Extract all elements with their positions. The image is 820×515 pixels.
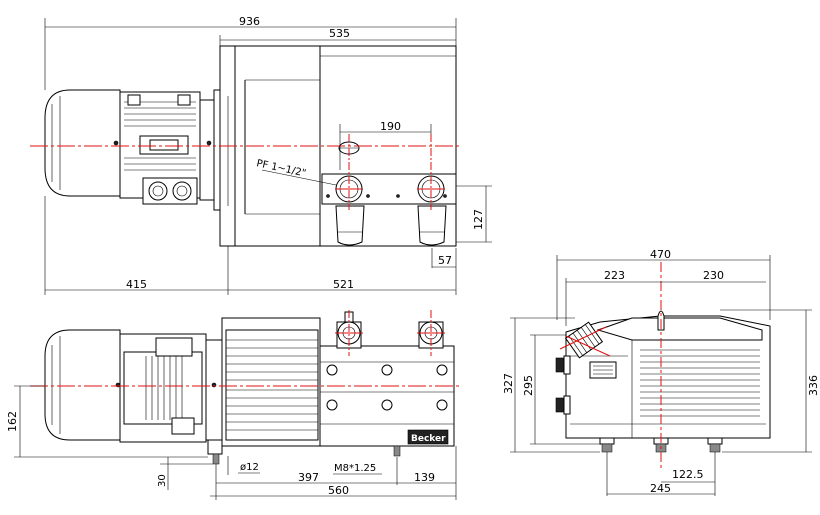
- front-pump-fins: [226, 339, 318, 431]
- front-bolts: [326, 364, 448, 411]
- front-logo-plate: [407, 429, 449, 445]
- side-port-1: [555, 357, 565, 373]
- dim-port-height: 127: [472, 209, 485, 230]
- dim-side-height-body: 295: [522, 375, 535, 396]
- dim-side-right: 230: [703, 269, 724, 282]
- dim-side-height-right: 336: [807, 375, 820, 396]
- side-view: [555, 262, 771, 468]
- side-foot-3: [707, 437, 723, 445]
- front-coupling: [205, 339, 223, 441]
- top-cable-gland-2: [172, 181, 192, 201]
- dim-shaft-height: 162: [6, 411, 19, 432]
- side-gauge-filter: [564, 321, 604, 359]
- front-view: Becker: [30, 310, 462, 465]
- front-logo-text: Becker: [411, 434, 446, 444]
- side-cooling-grille: [640, 349, 760, 417]
- dim-foot-half-spacing: 122.5: [672, 468, 704, 481]
- dim-bolt-offset: 139: [414, 471, 435, 484]
- dim-side-height-overall: 327: [502, 373, 515, 394]
- dim-motor-length: 415: [126, 278, 147, 291]
- side-dimensions: 470 223 230 327 295 336 122.5 245: [502, 248, 820, 496]
- front-dimensions: 162 30 ø12 M8*1.25 397 139 560: [6, 385, 457, 500]
- dim-flange-spacing: 190: [380, 120, 401, 133]
- top-motor-fan-cover: [44, 89, 121, 197]
- top-coupling: [199, 99, 215, 201]
- top-silencer-outlet: [417, 205, 447, 246]
- front-motor-fins: [145, 356, 183, 420]
- dim-foot-width: 245: [650, 482, 671, 495]
- front-terminal-box: [155, 337, 193, 357]
- dim-top-pump-width: 535: [329, 27, 350, 40]
- front-motor-fan-cover: [44, 329, 121, 441]
- dim-top-total: 936: [239, 15, 260, 28]
- top-silencer-inlet: [335, 205, 365, 246]
- dim-side-left: 223: [604, 269, 625, 282]
- front-foot-left: [207, 439, 223, 455]
- dim-side-total: 470: [650, 248, 671, 261]
- side-foot-1: [599, 437, 615, 445]
- front-valve-block: [319, 345, 455, 447]
- dim-port-offset: 57: [438, 254, 452, 267]
- top-motor-fins: [124, 101, 196, 171]
- top-cable-gland-1: [148, 181, 168, 201]
- top-view: [30, 45, 460, 247]
- dim-front-total: 560: [328, 484, 349, 497]
- dim-hole-diameter: ø12: [240, 462, 259, 473]
- dim-foot-height: 30: [157, 474, 168, 487]
- dim-pump-length: 521: [333, 278, 354, 291]
- dim-foot-spacing: 397: [298, 471, 319, 484]
- side-port-2: [555, 397, 565, 413]
- dim-bolt-thread: M8*1.25: [334, 463, 376, 474]
